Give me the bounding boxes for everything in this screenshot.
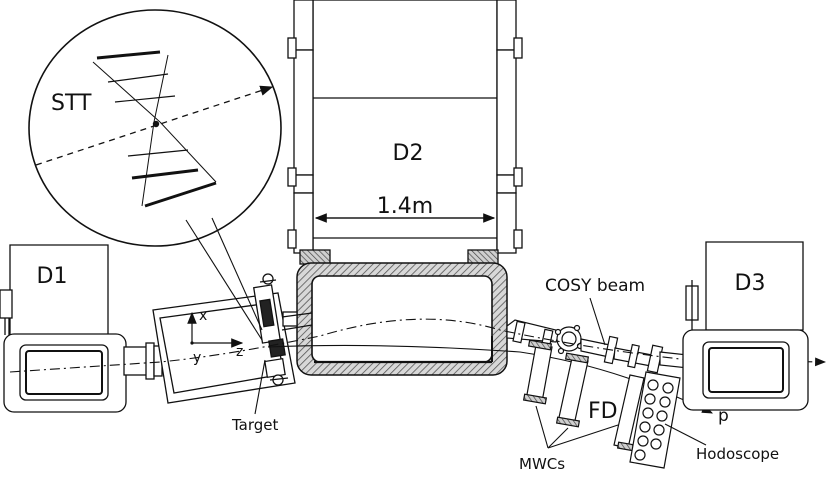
beam-pipe [281, 312, 689, 374]
coordinate-axes [187, 311, 244, 348]
axis-z-label: z [236, 344, 243, 360]
axis-x-label: x [199, 308, 207, 324]
cosy-beam-leader [589, 297, 606, 346]
cosy-beam-label: COSY beam [545, 276, 645, 296]
stt-zoom [28, 9, 282, 341]
target-chamber [152, 273, 298, 404]
d1-label: D1 [37, 264, 68, 289]
mwcs-leaders [535, 405, 619, 449]
d2-label: D2 [393, 141, 424, 166]
magnet-d3 [682, 241, 809, 411]
hodoscope-leader [664, 423, 707, 446]
d3-label: D3 [735, 271, 766, 296]
proton-label: p [718, 406, 729, 426]
target-label: Target [231, 416, 279, 434]
d2-chamber [296, 262, 508, 376]
stt-label: STT [51, 91, 92, 116]
dimension-label: 1.4m [377, 194, 433, 219]
axis-origin [190, 341, 194, 345]
target-leader [254, 359, 266, 415]
hodoscope-label: Hodoscope [696, 445, 779, 463]
hodoscope [629, 371, 681, 469]
dimension-marker: 1.4m [314, 194, 496, 223]
mwcs-label: MWCs [519, 455, 565, 473]
magnet-d1 [0, 244, 163, 413]
fd-label: FD [588, 399, 618, 424]
magnet-d2 [287, 0, 523, 269]
